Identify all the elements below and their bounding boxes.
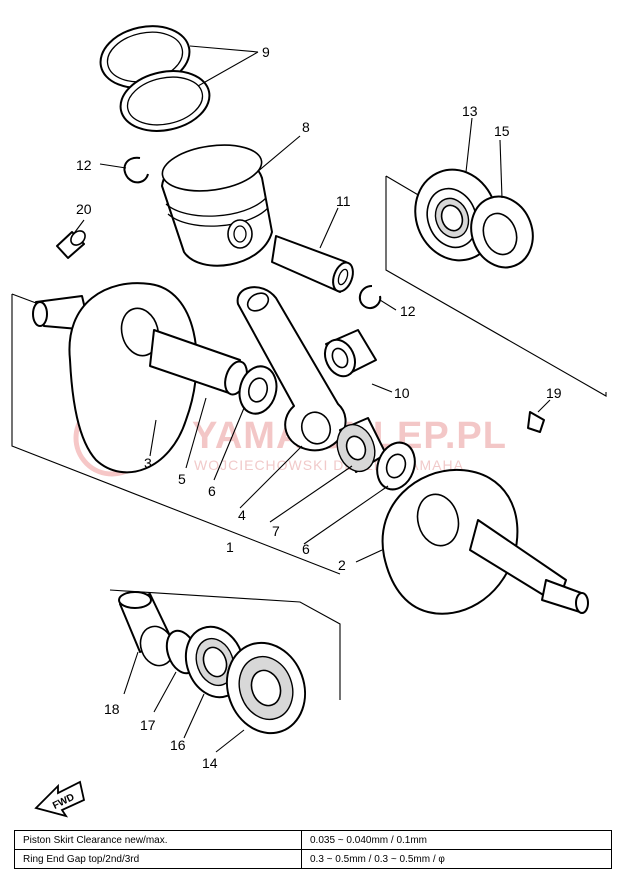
spec-label: Ring End Gap top/2nd/3rd (14, 849, 302, 869)
callout-7: 7 (272, 523, 280, 539)
callout-4: 4 (238, 507, 246, 523)
spec-table: Piston Skirt Clearance new/max. 0.035 ~ … (14, 830, 612, 869)
callout-14: 14 (202, 755, 218, 771)
callout-19: 19 (546, 385, 562, 401)
callout-13: 13 (462, 103, 478, 119)
leader-lines (71, 45, 551, 753)
big-end-bearing (336, 417, 387, 473)
bearing-lower-large (225, 641, 307, 735)
bearing-group-frame-lower (109, 589, 341, 700)
callout-8: 8 (302, 119, 310, 135)
callout-9: 9 (262, 44, 270, 60)
callout-10: 10 (394, 385, 410, 401)
spec-label: Piston Skirt Clearance new/max. (14, 830, 302, 850)
circlip-lower (358, 285, 382, 310)
callout-6-right: 6 (302, 541, 310, 557)
callout-11: 11 (336, 193, 351, 209)
callout-6-left: 6 (208, 483, 216, 499)
table-row: Piston Skirt Clearance new/max. 0.035 ~ … (14, 830, 612, 850)
forward-arrow-icon: FWD (34, 780, 86, 818)
callout-5: 5 (178, 471, 186, 487)
oil-seal-right (470, 195, 534, 269)
circlip-upper (123, 156, 149, 184)
thrust-washer-right (376, 441, 416, 491)
connecting-rod (236, 286, 347, 452)
callout-1: 1 (226, 539, 234, 555)
woodruff-key (527, 411, 545, 433)
callout-20: 20 (76, 201, 92, 217)
callout-labels: 9 8 12 20 11 13 15 12 10 19 3 5 6 4 1 7 … (76, 44, 562, 771)
spec-value: 0.3 ~ 0.5mm / 0.3 ~ 0.5mm / φ (301, 849, 612, 869)
piston-rings (99, 25, 211, 132)
callout-15: 15 (494, 123, 510, 139)
spec-value: 0.035 ~ 0.040mm / 0.1mm (301, 830, 612, 850)
callout-2: 2 (338, 557, 346, 573)
watermark-subtext: WOJCIECHOWSKI DEALER YAMAHA (194, 457, 464, 473)
crank-left-half (32, 282, 198, 474)
bearing-group-frame-right (385, 175, 607, 397)
dowel-pin (56, 230, 86, 259)
callout-12-upper: 12 (76, 157, 92, 173)
callout-12-lower: 12 (400, 303, 416, 319)
thrust-washer-left (238, 365, 278, 415)
piston (161, 144, 273, 267)
crank-right-half (381, 468, 589, 615)
callout-3: 3 (144, 455, 152, 471)
piston-pin (271, 235, 354, 293)
callout-17: 17 (140, 717, 156, 733)
small-end-bearing (323, 329, 377, 378)
table-row: Ring End Gap top/2nd/3rd 0.3 ~ 0.5mm / 0… (14, 849, 612, 869)
callout-16: 16 (170, 737, 186, 753)
callout-18: 18 (104, 701, 120, 717)
